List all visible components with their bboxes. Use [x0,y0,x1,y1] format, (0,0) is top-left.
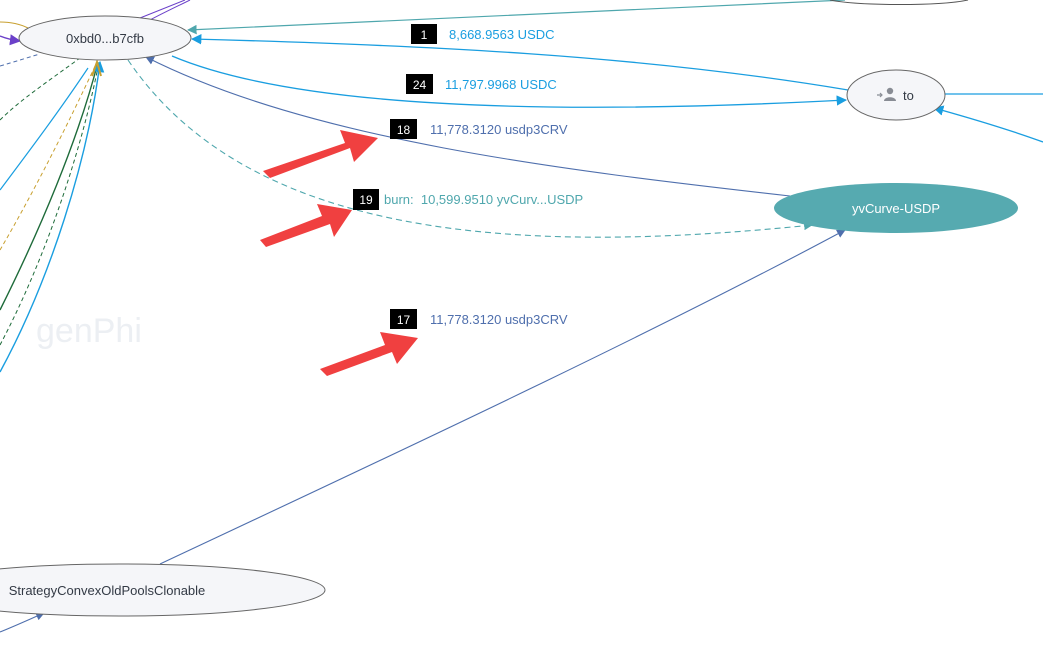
edge-amount: 11,778.3120 usdp3CRV [430,122,568,137]
edge-label-24[interactable]: 24 11,797.9968 USDC [406,74,557,94]
edge-into-strategy[interactable] [0,612,45,633]
node-address[interactable]: 0xbd0...b7cfb [18,15,192,61]
red-arrow-icon [263,130,378,178]
node-to[interactable]: to [846,69,946,121]
step-badge: 18 [397,123,411,137]
edge-label-1[interactable]: 1 8,668.9563 USDC [411,24,555,44]
edge-label-17[interactable]: 17 11,778.3120 usdp3CRV [390,309,568,329]
annotation-arrows [260,130,418,376]
red-arrow-icon [320,332,418,376]
edge-amount: 8,668.9563 USDC [449,27,555,42]
edge-19[interactable] [127,59,813,238]
watermark-text: genPhi [36,312,142,350]
edge-1[interactable] [190,34,849,91]
edge-24[interactable] [171,55,848,108]
node-to-label: to [903,88,914,103]
node-vault-label: yvCurve-USDP [852,201,940,216]
step-badge: 24 [413,78,427,92]
edge-amount: 11,778.3120 usdp3CRV [430,312,568,327]
edge-17[interactable] [159,229,846,565]
node-strategy[interactable]: StrategyConvexOldPoolsClonable [0,563,326,617]
edge-right-into-to[interactable] [932,105,1043,143]
step-badge: 1 [421,28,428,42]
node-vault[interactable]: yvCurve-USDP [774,183,1018,233]
edge-18[interactable] [145,56,791,197]
edge-label-19[interactable]: 19 burn: 10,599.9510 yvCurv...USDP [353,189,583,210]
left-background-edges [0,0,191,373]
node-address-label: 0xbd0...b7cfb [66,31,144,46]
red-arrow-icon [260,204,352,247]
edge-amount: burn: 10,599.9510 yvCurv...USDP [384,192,583,207]
add-user-icon [877,87,896,101]
node-strategy-label: StrategyConvexOldPoolsClonable [9,583,206,598]
edge-label-18[interactable]: 18 11,778.3120 usdp3CRV [390,119,568,139]
edge-incoming-top[interactable] [187,0,846,35]
step-badge: 17 [397,313,411,327]
step-badge: 19 [359,193,373,207]
node-partial-top[interactable] [829,0,969,5]
edge-amount: 11,797.9968 USDC [445,77,557,92]
